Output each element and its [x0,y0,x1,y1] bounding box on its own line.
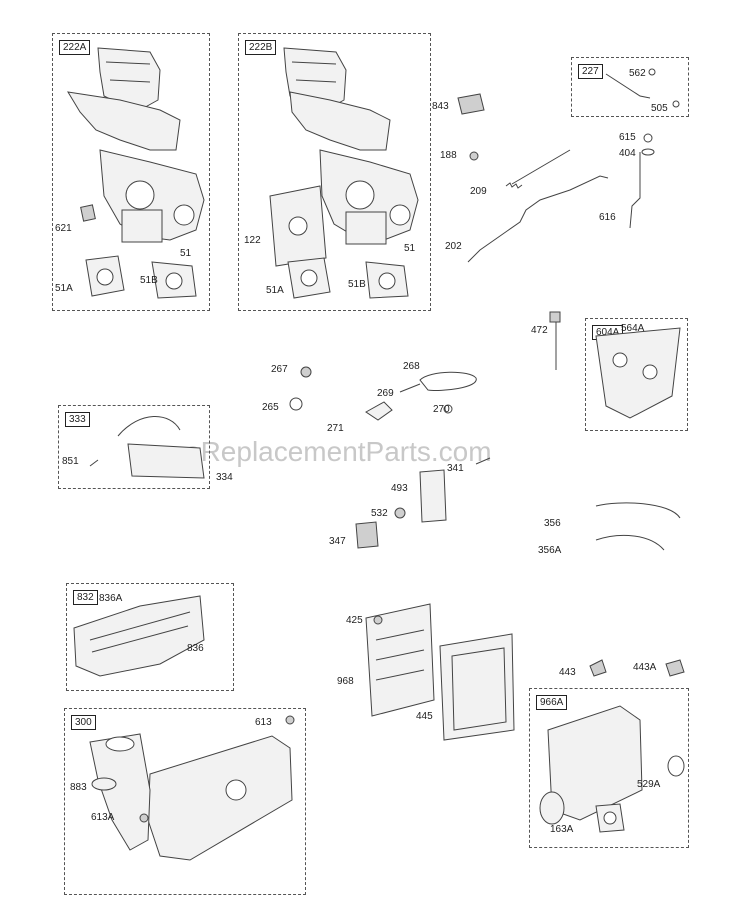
group-box-222a: 222A [52,33,210,311]
part-label-163a: 163A [550,824,574,835]
part-label-529a: 529A [637,779,661,790]
part-label-616: 616 [599,212,616,223]
part-label-51b: 51B [140,275,158,286]
part-label-851: 851 [62,456,79,467]
part-label-202: 202 [445,241,462,252]
group-label: 333 [65,412,90,427]
group-box-227: 227 [571,57,689,117]
part-label-836: 836 [187,643,204,654]
part-label-443a: 443A [633,662,657,673]
group-label: 222A [59,40,91,55]
group-box-832: 832 [66,583,234,691]
part-label-347: 347 [329,536,346,547]
muffler-966a-drawing [539,705,685,833]
part-label-564a: 564A [621,323,645,334]
part-label-356a: 356A [538,545,562,556]
group-label: 300 [71,715,96,730]
group-box-333: 333 [58,405,210,489]
group-box-300: 300 [64,708,306,895]
part-label-269: 269 [377,388,394,399]
group-label: 227 [578,64,603,79]
part-label-271: 271 [327,423,344,434]
heat-shield-832-drawing [73,595,205,677]
watermark: eReplacementParts.com [185,436,492,467]
part-label-836a: 836A [99,593,123,604]
governor-parts-drawing [457,68,680,263]
part-label-356: 356 [544,518,561,529]
part-label-267: 267 [271,364,288,375]
part-label-268: 268 [403,361,420,372]
part-label-613a: 613A [91,812,115,823]
part-label-445: 445 [416,711,433,722]
part-label-615: 615 [619,132,636,143]
muffler-300-drawing [89,715,295,861]
part-label-505: 505 [651,103,668,114]
part-label-443: 443 [559,667,576,678]
part-label-472: 472 [531,325,548,336]
part-label-493: 493 [391,483,408,494]
part-label-883: 883 [70,782,87,793]
part-label-188: 188 [440,150,457,161]
group-box-222b: 222B [238,33,431,311]
part-label-532: 532 [371,508,388,519]
part-label-334: 334 [216,472,233,483]
part-label-51: 51 [404,243,416,254]
group-label: 966A [536,695,568,710]
part-label-209: 209 [470,186,487,197]
group-label: 832 [73,590,98,605]
ignition-parts-drawing [89,311,681,551]
part-label-51a: 51A [266,285,284,296]
part-label-51a: 51A [55,283,73,294]
part-label-843: 843 [432,101,449,112]
part-label-621: 621 [55,223,72,234]
part-label-51: 51 [180,248,192,259]
carburetor-bracket-222b-drawing [269,47,419,299]
group-box-966a: 966A [529,688,689,848]
part-label-122: 122 [244,235,261,246]
part-label-613: 613 [255,717,272,728]
part-label-404: 404 [619,148,636,159]
part-label-562: 562 [629,68,646,79]
air-filter-drawing [365,603,685,741]
part-label-51b: 51B [348,279,366,290]
part-label-270: 270 [433,404,450,415]
part-label-968: 968 [337,676,354,687]
carburetor-bracket-222a-drawing [67,47,205,299]
part-label-341: 341 [447,463,464,474]
part-label-265: 265 [262,402,279,413]
group-label: 222B [245,40,277,55]
part-label-425: 425 [346,615,363,626]
